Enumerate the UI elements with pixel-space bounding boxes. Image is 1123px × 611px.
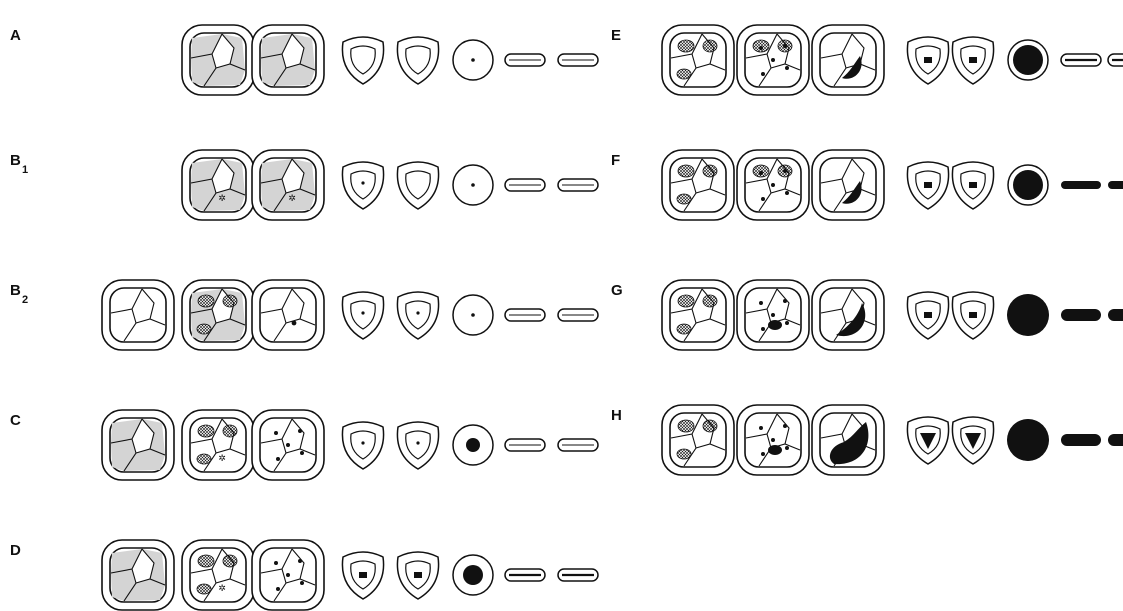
tooth-molar-plain [102, 280, 174, 350]
tooth-canine-dot [453, 40, 493, 80]
tooth-molar-black-blob [812, 25, 884, 95]
tooth-premolar-plain [397, 162, 438, 209]
tooth-incisor-dark [1061, 54, 1101, 66]
tooth-molar-dots-black [737, 280, 809, 350]
tooth-canine-dot [453, 295, 493, 335]
row-label-d: D [10, 542, 21, 559]
tooth-incisor-outline [558, 309, 598, 321]
row-label-h: H [611, 407, 622, 424]
tooth-molar-dots-hatch [737, 25, 809, 95]
tooth-canine-full-black [1007, 294, 1049, 336]
tooth-premolar-plain [397, 37, 438, 84]
tooth-premolar-mark [397, 422, 438, 469]
row-g [662, 280, 1123, 350]
tooth-premolar-mark [397, 292, 438, 339]
tooth-premolar-black [397, 552, 438, 599]
tooth-incisor-outline [505, 54, 545, 66]
tooth-canine-large-black [1008, 165, 1048, 205]
tooth-premolar-black [952, 292, 993, 339]
tooth-incisor-outline [505, 439, 545, 451]
row-label-f: F [611, 152, 620, 169]
tooth-premolar-black-large [907, 417, 948, 464]
tooth-incisor-black-thin [1108, 181, 1123, 189]
tooth-incisor-outline [505, 309, 545, 321]
row-label-e: E [611, 27, 621, 44]
tooth-molar-shaded [102, 540, 174, 610]
row-label-b1: B [10, 152, 21, 169]
row-sublabel-b2: 2 [22, 294, 28, 306]
row-label-c: C [10, 412, 21, 429]
row-h [662, 405, 1123, 475]
row-c: ✲ [102, 410, 598, 480]
tooth-premolar-black [907, 37, 948, 84]
tooth-incisor-outline-bold [558, 569, 598, 581]
tooth-premolar-mark [342, 422, 383, 469]
tooth-molar-black-full [812, 405, 884, 475]
tooth-premolar-black-large [952, 417, 993, 464]
tooth-incisor-dark [1108, 54, 1123, 66]
svg-text:✲: ✲ [218, 454, 226, 464]
tooth-premolar-mark [342, 292, 383, 339]
tooth-molar-shaded [182, 25, 254, 95]
tooth-molar-shaded [102, 410, 174, 480]
tooth-incisor-outline [558, 439, 598, 451]
tooth-incisor-outline [558, 179, 598, 191]
tooth-molar-hatch [662, 405, 734, 475]
tooth-incisor-outline [505, 179, 545, 191]
tooth-molar-dots-hatch [737, 150, 809, 220]
tooth-premolar-black [907, 292, 948, 339]
svg-text:✲: ✲ [218, 584, 226, 594]
tooth-incisor-black [1108, 309, 1123, 321]
tooth-premolar-black [907, 162, 948, 209]
tooth-incisor-outline-bold [505, 569, 545, 581]
tooth-molar-black-blob [812, 150, 884, 220]
tooth-molar-black-large [812, 280, 884, 350]
tooth-canine-medium-black [453, 555, 493, 595]
tooth-molar-hatch [662, 280, 734, 350]
tooth-incisor-black [1061, 434, 1101, 446]
row-label-g: G [611, 282, 623, 299]
tooth-molar-dots [252, 540, 324, 610]
tooth-incisor-black [1061, 309, 1101, 321]
tooth-incisor-black [1108, 434, 1123, 446]
row-b2 [102, 280, 598, 350]
tooth-canine-star [453, 165, 493, 205]
tooth-premolar-black [342, 552, 383, 599]
tooth-incisor-outline [558, 54, 598, 66]
row-label-a: A [10, 27, 21, 44]
tooth-molar-mixed [252, 280, 324, 350]
tooth-premolar-plain [342, 37, 383, 84]
tooth-premolar-black [952, 162, 993, 209]
tooth-molar-hatch [662, 25, 734, 95]
tooth-molar-shaded-star: ✲ [252, 150, 324, 220]
tooth-molar-dots-black [737, 405, 809, 475]
row-e [662, 25, 1123, 95]
tooth-canine-small-black [453, 425, 493, 465]
row-sublabel-b1: 1 [22, 164, 28, 176]
tooth-molar-shaded-hatch [182, 280, 254, 350]
tooth-molar-hatch [662, 150, 734, 220]
row-d: ✲ [102, 540, 598, 610]
tooth-molar-hatch-star: ✲ [182, 410, 254, 480]
svg-text:✲: ✲ [288, 194, 296, 204]
tooth-incisor-black-thin [1061, 181, 1101, 189]
row-f [662, 150, 1123, 220]
tooth-molar-dots [252, 410, 324, 480]
row-a [182, 25, 598, 95]
tooth-molar-shaded [252, 25, 324, 95]
row-b1: ✲✲ [182, 150, 598, 220]
tooth-molar-shaded-star: ✲ [182, 150, 254, 220]
row-label-b2: B [10, 282, 21, 299]
tooth-premolar-black [952, 37, 993, 84]
tooth-canine-full-black [1007, 419, 1049, 461]
svg-text:✲: ✲ [218, 194, 226, 204]
tooth-canine-large-black [1008, 40, 1048, 80]
tooth-molar-hatch-star: ✲ [182, 540, 254, 610]
tooth-premolar-star [342, 162, 383, 209]
